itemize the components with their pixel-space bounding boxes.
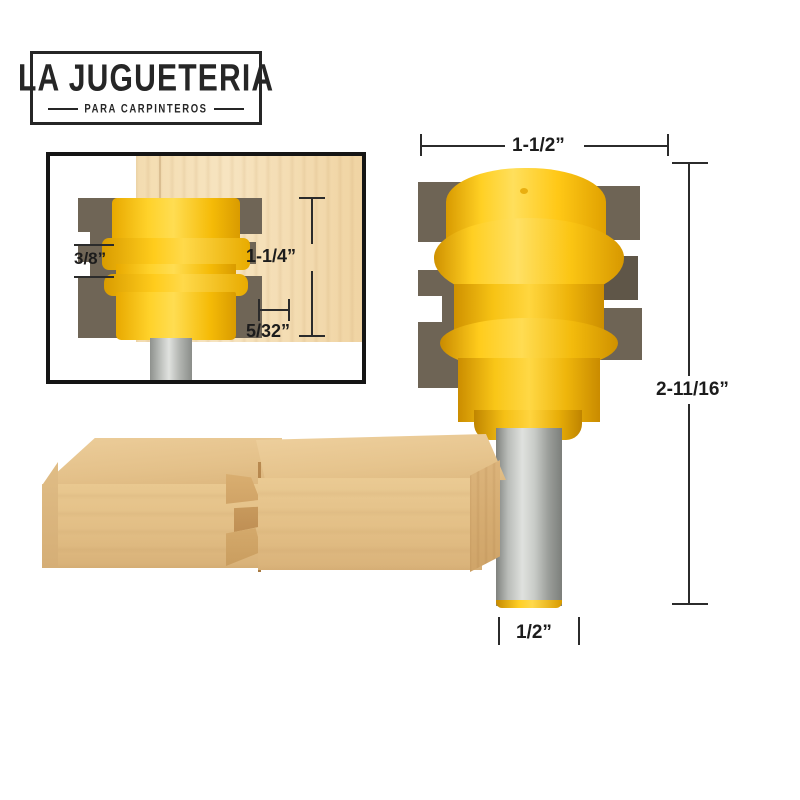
main-body-center-dimple: [520, 188, 528, 194]
left-board-left-end: [42, 462, 58, 568]
inset-body-top: [112, 198, 240, 242]
main-shank: [496, 428, 562, 606]
dim-2-11-16-line-lower: [688, 404, 690, 604]
dim-1-2-label: 1/2”: [516, 622, 552, 643]
dim-1-1-4-line-lower: [311, 271, 313, 337]
right-board-end-face: [470, 460, 500, 572]
dim-1-1-2-line-left: [420, 145, 505, 147]
inset-body-collar-lower: [104, 274, 248, 296]
glue-joint-wood-sample: [30, 434, 506, 618]
dim-3-8-cap-top: [74, 244, 114, 246]
joint-left-upper-tongue: [226, 474, 260, 504]
dim-2-11-16-label: 2-11/16”: [656, 379, 729, 400]
dim-1-1-2-line-right: [584, 145, 669, 147]
brand-name: LA JUGUETERIA: [17, 55, 275, 99]
dim-1-1-4-label: 1-1/4”: [246, 246, 297, 266]
dim-2-11-16-cap-bottom: [672, 603, 708, 605]
inset-inner: 3/8” 1-1/4” 5/32”: [50, 156, 362, 380]
dim-1-2-cap-left: [498, 617, 500, 645]
dim-2-11-16-line-upper: [688, 162, 690, 376]
left-board-front-face: [42, 484, 260, 568]
brand-logo: LA JUGUETERIA PARA CARPINTEROS: [18, 51, 273, 125]
dim-5-32-cap-right: [288, 299, 290, 321]
dim-2-11-16-cap-top: [672, 162, 708, 164]
dim-5-32-label: 5/32”: [246, 321, 291, 341]
dim-1-1-4-cap-bottom: [299, 335, 325, 337]
dim-1-1-2-label: 1-1/2”: [512, 135, 565, 156]
dim-5-32-line: [258, 309, 290, 311]
dim-3-8-cap-bottom: [74, 276, 114, 278]
dim-1-2-cap-right: [578, 617, 580, 645]
right-board-front-face: [258, 478, 482, 570]
dim-3-8-label: 3/8”: [74, 249, 107, 268]
dim-1-1-2-cap-right: [667, 134, 669, 156]
detail-inset-panel: 3/8” 1-1/4” 5/32”: [46, 152, 366, 384]
tagline-rule-right: [213, 108, 244, 110]
inset-shank: [150, 338, 192, 380]
brand-tagline-row: PARA CARPINTEROS: [48, 102, 244, 116]
main-shank-bottom-band: [496, 600, 562, 608]
inset-body-bottom: [116, 292, 236, 340]
tagline-rule-left: [48, 108, 79, 110]
brand-tagline: PARA CARPINTEROS: [84, 102, 208, 116]
right-board-top-face: [256, 434, 506, 484]
main-router-bit: [410, 160, 690, 620]
joint-lower-tongue: [226, 528, 262, 566]
dim-1-1-4-line-upper: [311, 197, 313, 244]
